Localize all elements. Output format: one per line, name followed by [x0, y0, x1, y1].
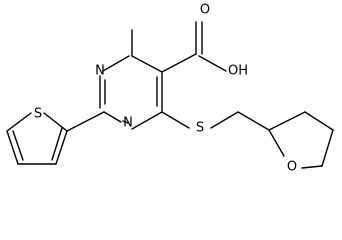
structure-canvas: N N O OH S O S	[6, 2, 334, 175]
sulfur-thioether: S	[196, 121, 204, 136]
nitrogen-atom-bottom: N	[123, 116, 133, 131]
chemical-structure-diagram: N N O OH S O S	[6, 3, 334, 175]
tetrahydrofuran-ring	[268, 111, 334, 169]
oxygen-thf: O	[287, 160, 297, 175]
thioether-linkage	[161, 111, 270, 131]
hydroxyl-group-label: OH	[228, 64, 248, 79]
pyrimidine-ring	[99, 55, 163, 130]
thiophene-ring	[6, 111, 105, 165]
carboxylic-acid-group	[161, 21, 227, 73]
carbonyl-oxygen: O	[200, 3, 210, 18]
nitrogen-atom-top: N	[95, 64, 105, 79]
sulfur-thiophene: S	[34, 107, 42, 122]
